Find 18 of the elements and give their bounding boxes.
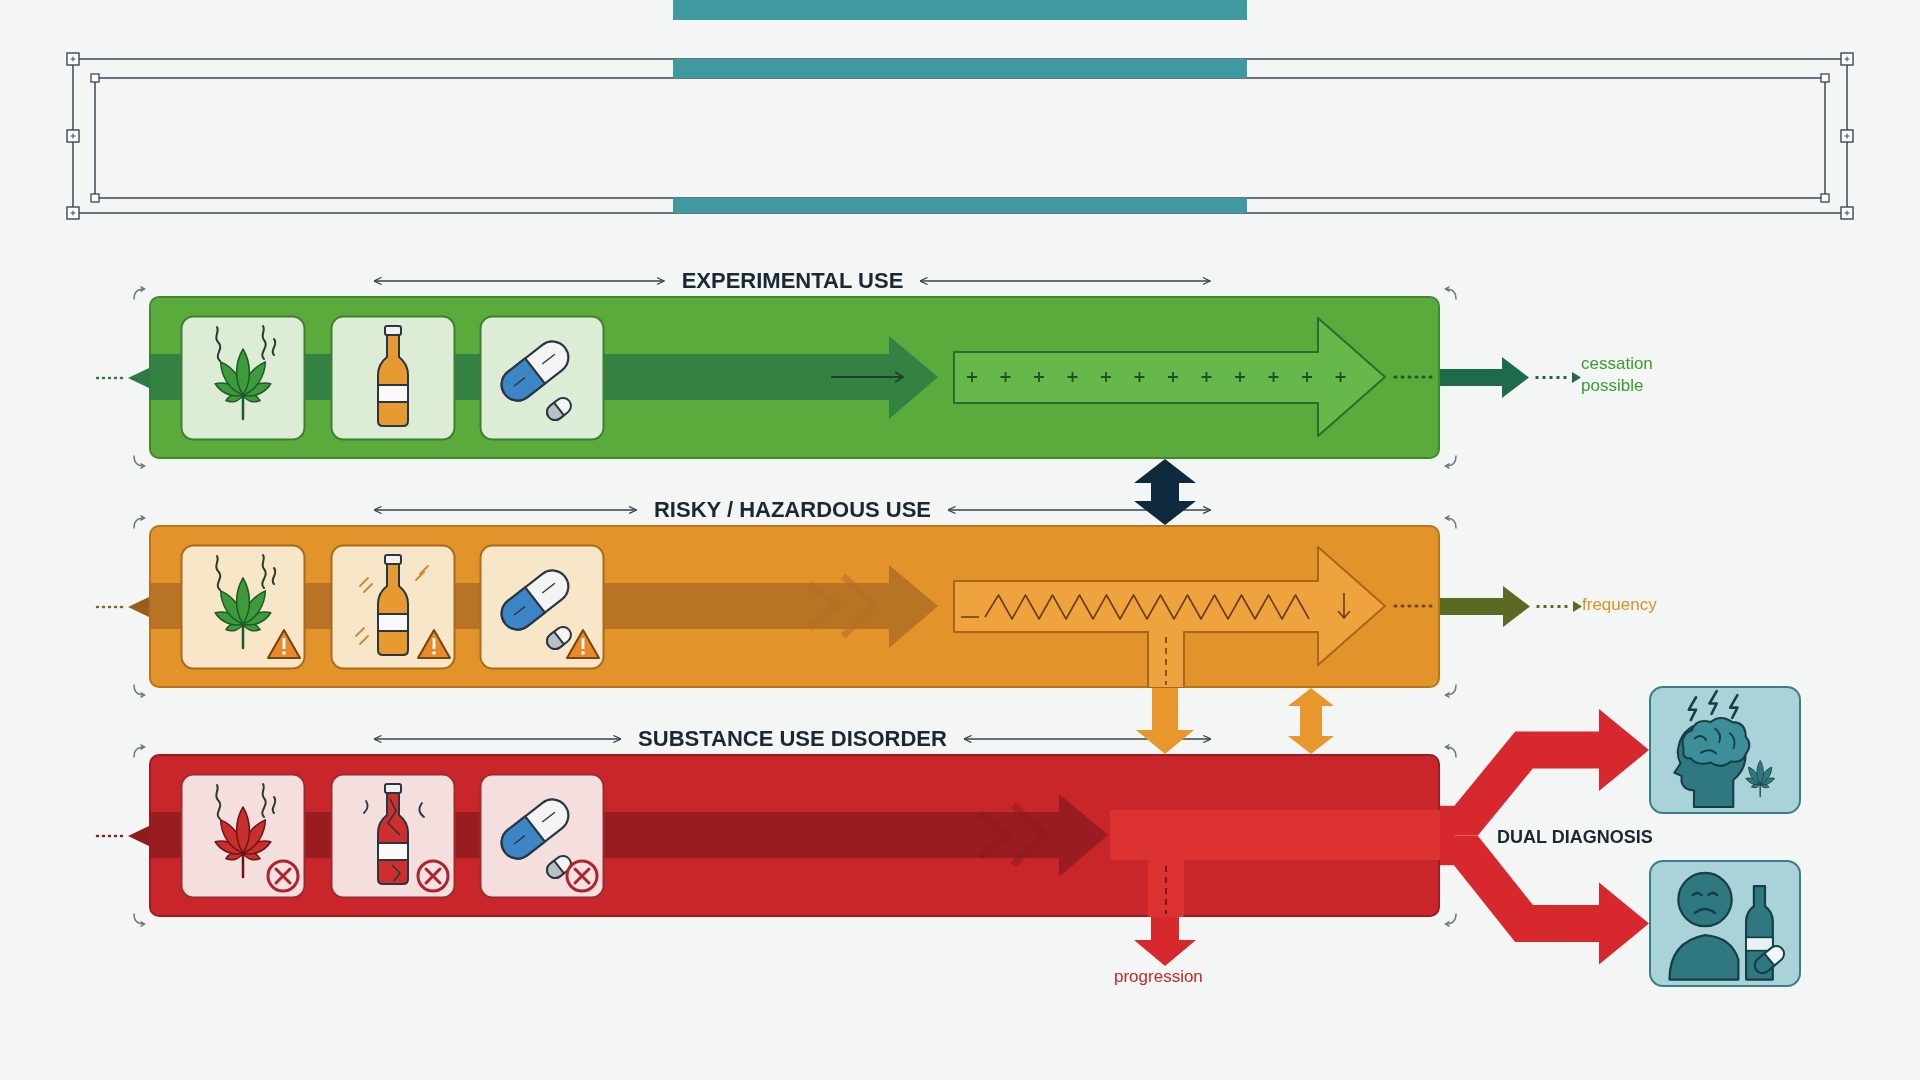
block-arrow: [1440, 586, 1582, 627]
stage-heading: EXPERIMENTAL USE: [681, 268, 904, 294]
picture-tile: [1649, 860, 1801, 987]
fork-label: DUAL DIAGNOSIS: [1497, 826, 1653, 848]
arrow-trunk: [1440, 805, 1455, 866]
annotation-text: progression: [1114, 966, 1203, 988]
block-arrow: [1288, 688, 1334, 754]
annotation-text: frequency: [1582, 594, 1657, 616]
block-arrow: [1454, 835, 1649, 965]
annotation-text: cessation possible: [1581, 353, 1677, 397]
picture-tile: [1649, 686, 1801, 814]
block-arrow: [1136, 688, 1194, 754]
stage-heading: RISKY / HAZARDOUS USE: [653, 497, 932, 523]
block-arrow: [1134, 459, 1196, 525]
block-arrow: [1440, 357, 1581, 398]
block-arrow: [1454, 709, 1649, 836]
block-arrow: [1134, 917, 1196, 966]
stage-heading: SUBSTANCE USE DISORDER: [638, 726, 947, 752]
